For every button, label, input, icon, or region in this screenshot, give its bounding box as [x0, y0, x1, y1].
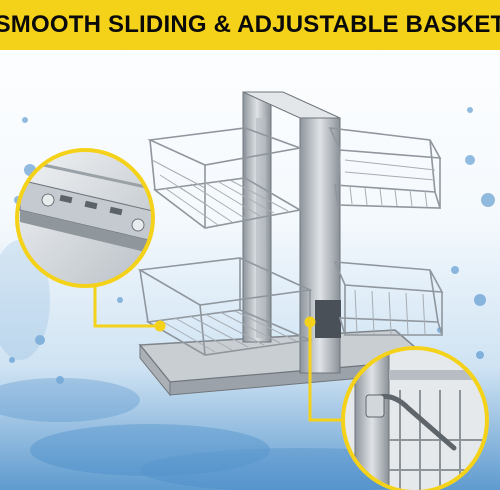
- slide-rail-detail-inset: [15, 148, 155, 288]
- headline-banner: SMOOTH SLIDING & ADJUSTABLE BASKET: [0, 0, 500, 50]
- vertical-frame: [242, 91, 341, 374]
- hinge-bracket-detail-inset: [341, 346, 489, 490]
- lower-right-basket: [333, 261, 444, 336]
- headline-text: SMOOTH SLIDING & ADJUSTABLE BASKET: [0, 11, 500, 38]
- upper-right-basket: [328, 127, 442, 209]
- upper-left-basket: [147, 127, 304, 229]
- callout-lines: [93, 286, 343, 422]
